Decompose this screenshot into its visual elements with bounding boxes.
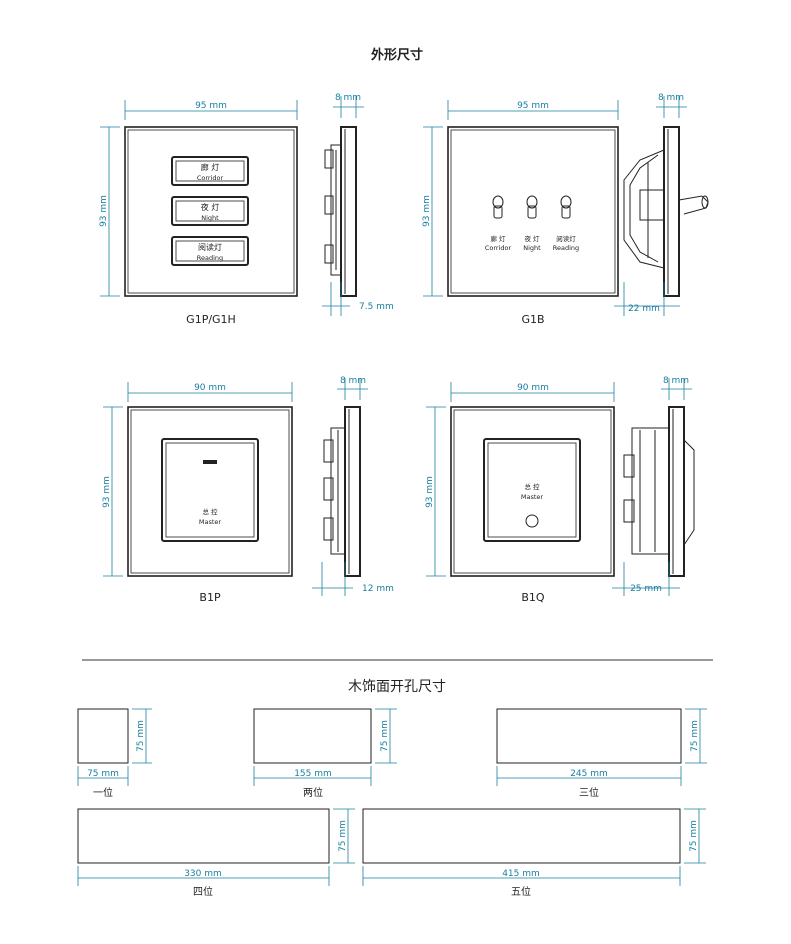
b1p-side-view — [323, 406, 361, 577]
b1q-width-label: 90 mm — [517, 383, 549, 393]
cutout-four-gang: 75 mm 330 mm 四位 — [77, 808, 355, 898]
model-b1p: 90 mm 93 mm 总 控 Master 8 mm 12 mm B1P — [102, 376, 394, 604]
b1q-key-en: Master — [521, 493, 544, 501]
g1p-button-corridor-en: Corridor — [197, 174, 224, 182]
g1b-toggle-night — [526, 195, 538, 219]
cutout-four-width: 330 mm — [184, 869, 222, 879]
g1b-depth-bottom-label: 22 mm — [628, 304, 660, 314]
g1b-toggle-night-cn: 夜 灯 — [524, 234, 540, 243]
g1p-faceplate — [124, 126, 298, 297]
cutout-three-height: 75 mm — [690, 720, 700, 752]
cutout-two-caption: 两位 — [303, 786, 323, 799]
g1b-toggle-corridor-en: Corridor — [485, 244, 512, 252]
g1b-toggle-night-en: Night — [523, 244, 541, 252]
b1p-caption: B1P — [199, 591, 221, 604]
g1b-width-label: 95 mm — [517, 101, 549, 111]
model-b1q: 90 mm 93 mm 总 控 Master 8 mm 25 mm B1Q — [425, 376, 695, 604]
g1p-button-corridor-cn: 廊 灯 — [201, 162, 220, 172]
g1p-button-corridor — [171, 156, 249, 186]
g1b-faceplate — [447, 126, 619, 297]
g1b-height-label: 93 mm — [422, 195, 432, 227]
b1q-key-cn: 总 控 — [524, 482, 540, 491]
g1p-button-night-cn: 夜 灯 — [201, 202, 220, 212]
g1b-depth-top-label: 8 mm — [658, 93, 684, 103]
cutout-five-gang: 75 mm 415 mm 五位 — [362, 808, 706, 898]
g1p-depth-bottom-label: 7.5 mm — [359, 302, 394, 312]
b1p-depth-bottom-label: 12 mm — [362, 584, 394, 594]
cutout-five-height: 75 mm — [689, 820, 699, 852]
cutout-two-height: 75 mm — [380, 720, 390, 752]
cutout-three-gang: 75 mm 245 mm 三位 — [496, 708, 707, 799]
g1b-toggle-corridor-cn: 廊 灯 — [490, 234, 506, 243]
cutout-four-caption: 四位 — [193, 885, 213, 898]
b1q-knob-icon — [525, 514, 539, 528]
b1p-master-key — [161, 438, 259, 542]
b1p-depth-top-label: 8 mm — [340, 376, 366, 386]
g1b-side-view — [623, 126, 709, 297]
b1p-height-label: 93 mm — [102, 476, 112, 508]
model-g1p: 95 mm 93 mm 廊 灯 Corridor 夜 灯 Night 阅读灯 R… — [99, 93, 394, 326]
cutout-one-caption: 一位 — [93, 786, 113, 799]
g1p-side-view — [324, 126, 357, 297]
g1p-depth-top-label: 8 mm — [335, 93, 361, 103]
cutout-one-width: 75 mm — [87, 769, 119, 779]
g1b-toggle-reading-en: Reading — [553, 244, 579, 252]
g1p-button-night — [171, 196, 249, 226]
b1p-key-en: Master — [199, 518, 222, 526]
b1q-side-view — [623, 406, 695, 577]
section-title-cutout-dimensions: 木饰面开孔尺寸 — [348, 679, 446, 695]
g1p-height-label: 93 mm — [99, 195, 109, 227]
g1p-width-label: 95 mm — [195, 101, 227, 111]
g1b-toggle-reading — [560, 195, 572, 219]
g1b-toggle-corridor — [492, 195, 504, 219]
cutout-five-width: 415 mm — [502, 869, 540, 879]
b1q-depth-bottom-label: 25 mm — [630, 584, 662, 594]
cutout-five-caption: 五位 — [511, 885, 531, 898]
b1q-master-key — [483, 438, 581, 542]
b1p-indicator-icon — [203, 460, 217, 464]
g1p-button-reading-en: Reading — [197, 254, 223, 262]
cutout-three-width: 245 mm — [570, 769, 608, 779]
model-g1b: 95 mm 93 mm 廊 灯 Corridor 夜 灯 Night 阅读灯 R… — [422, 93, 709, 326]
b1p-key-cn: 总 控 — [202, 507, 218, 516]
b1q-caption: B1Q — [521, 591, 545, 604]
cutout-one-height: 75 mm — [136, 720, 146, 752]
cutout-two-width: 155 mm — [294, 769, 332, 779]
b1q-height-label: 93 mm — [425, 476, 435, 508]
section-title-outline-dimensions: 外形尺寸 — [370, 47, 423, 63]
g1p-button-night-en: Night — [201, 214, 219, 222]
cutout-two-gang: 75 mm 155 mm 两位 — [253, 708, 397, 799]
b1q-depth-top-label: 8 mm — [663, 376, 689, 386]
g1b-caption: G1B — [521, 313, 544, 326]
cutout-one-gang: 75 mm 75 mm 一位 — [77, 708, 152, 799]
g1b-toggle-reading-cn: 阅读灯 — [556, 234, 576, 243]
g1p-caption: G1P/G1H — [186, 313, 236, 326]
cutout-three-caption: 三位 — [579, 786, 599, 799]
b1p-width-label: 90 mm — [194, 383, 226, 393]
cutout-four-height: 75 mm — [338, 820, 348, 852]
g1p-button-reading-cn: 阅读灯 — [198, 242, 222, 252]
g1p-button-reading — [171, 236, 249, 266]
